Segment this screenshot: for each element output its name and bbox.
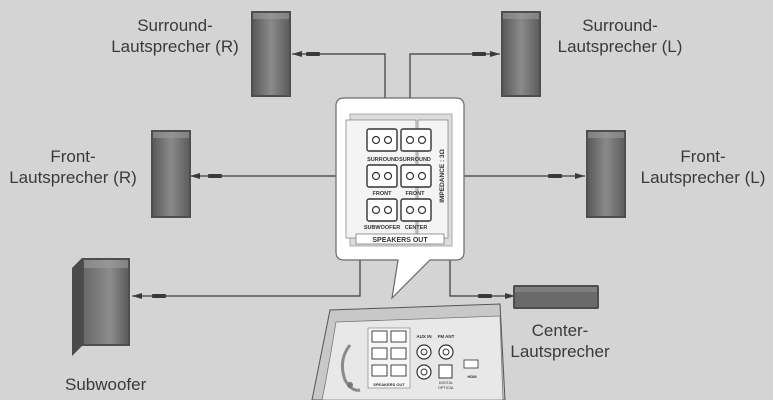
label-front-r-line2: Lautsprecher (R) [9, 168, 137, 187]
cable-plugs [132, 51, 585, 299]
receiver-digital-label: DIGITAL [439, 381, 454, 385]
cable-subwoofer [132, 210, 361, 297]
terminal-label-center: CENTER [405, 225, 428, 231]
label-center-line2: Lautsprecher [510, 342, 610, 361]
terminal-front-r [366, 164, 398, 188]
terminal-label-front-2: FRONT [406, 191, 426, 197]
plug-front-l [575, 173, 585, 179]
label-surround-l-line2: Lautsprecher (L) [557, 37, 683, 56]
label-front-l: Front- Lautsprecher (L) [636, 146, 770, 188]
terminal-surround-r [366, 128, 398, 152]
terminal-label-surround-2: SURROUND [399, 157, 431, 163]
impedance-label: IMPEDANCE : 3Ω [439, 149, 446, 203]
receiver-fm-label: FM ANT [438, 334, 455, 339]
label-front-l-line1: Front- [680, 147, 726, 166]
terminal-panel: SURROUND SURROUND FRONT FRONT SUBWOOFER … [335, 97, 465, 300]
label-front-r-line1: Front- [50, 147, 96, 166]
label-front-r: Front- Lautsprecher (R) [4, 146, 142, 188]
label-front-l-line2: Lautsprecher (L) [640, 168, 766, 187]
terminal-label-subwoofer: SUBWOOFER [364, 225, 400, 231]
receiver-back-panel: SPEAKERS OUT AUX IN FM ANT DIGITAL OPTIC… [311, 303, 506, 400]
receiver-hdmi-label: HDM [467, 374, 477, 379]
label-surround-r-line2: Lautsprecher (R) [111, 37, 239, 56]
plug-surround-r [292, 51, 302, 57]
label-center: Center- Lautsprecher [500, 320, 620, 362]
speaker-subwoofer-icon [72, 258, 130, 356]
speaker-surround-r-icon [251, 11, 291, 97]
terminal-center [400, 198, 432, 222]
terminal-subwoofer [366, 198, 398, 222]
label-surround-l-line1: Surround- [582, 16, 658, 35]
label-subwoofer-text: Subwoofer [65, 375, 147, 394]
plug-subwoofer [132, 293, 142, 299]
receiver-optical-label: OPTICAL [438, 386, 454, 390]
speaker-center-icon [513, 285, 599, 309]
terminal-label-surround: SURROUND [367, 157, 399, 163]
plug-surround-l [490, 51, 500, 57]
terminal-panel-title: SPEAKERS OUT [372, 237, 428, 244]
label-center-line1: Center- [531, 321, 589, 340]
terminal-label-front: FRONT [373, 191, 393, 197]
plug-center [505, 293, 515, 299]
label-surround-l: Surround- Lautsprecher (L) [550, 15, 690, 57]
label-subwoofer: Subwoofer [65, 374, 185, 395]
receiver-aux-label: AUX IN [416, 334, 431, 339]
receiver-swirl-icon [340, 344, 361, 392]
plug-front-r [190, 173, 200, 179]
speaker-surround-l-icon [501, 11, 541, 97]
label-surround-r: Surround- Lautsprecher (R) [110, 15, 240, 57]
receiver-speakers-out-label: SPEAKERS OUT [373, 382, 405, 387]
label-surround-r-line1: Surround- [137, 16, 213, 35]
speaker-front-l-icon [586, 130, 626, 218]
speaker-front-r-icon [151, 130, 191, 218]
terminal-surround-l [400, 128, 432, 152]
terminal-front-l [400, 164, 432, 188]
